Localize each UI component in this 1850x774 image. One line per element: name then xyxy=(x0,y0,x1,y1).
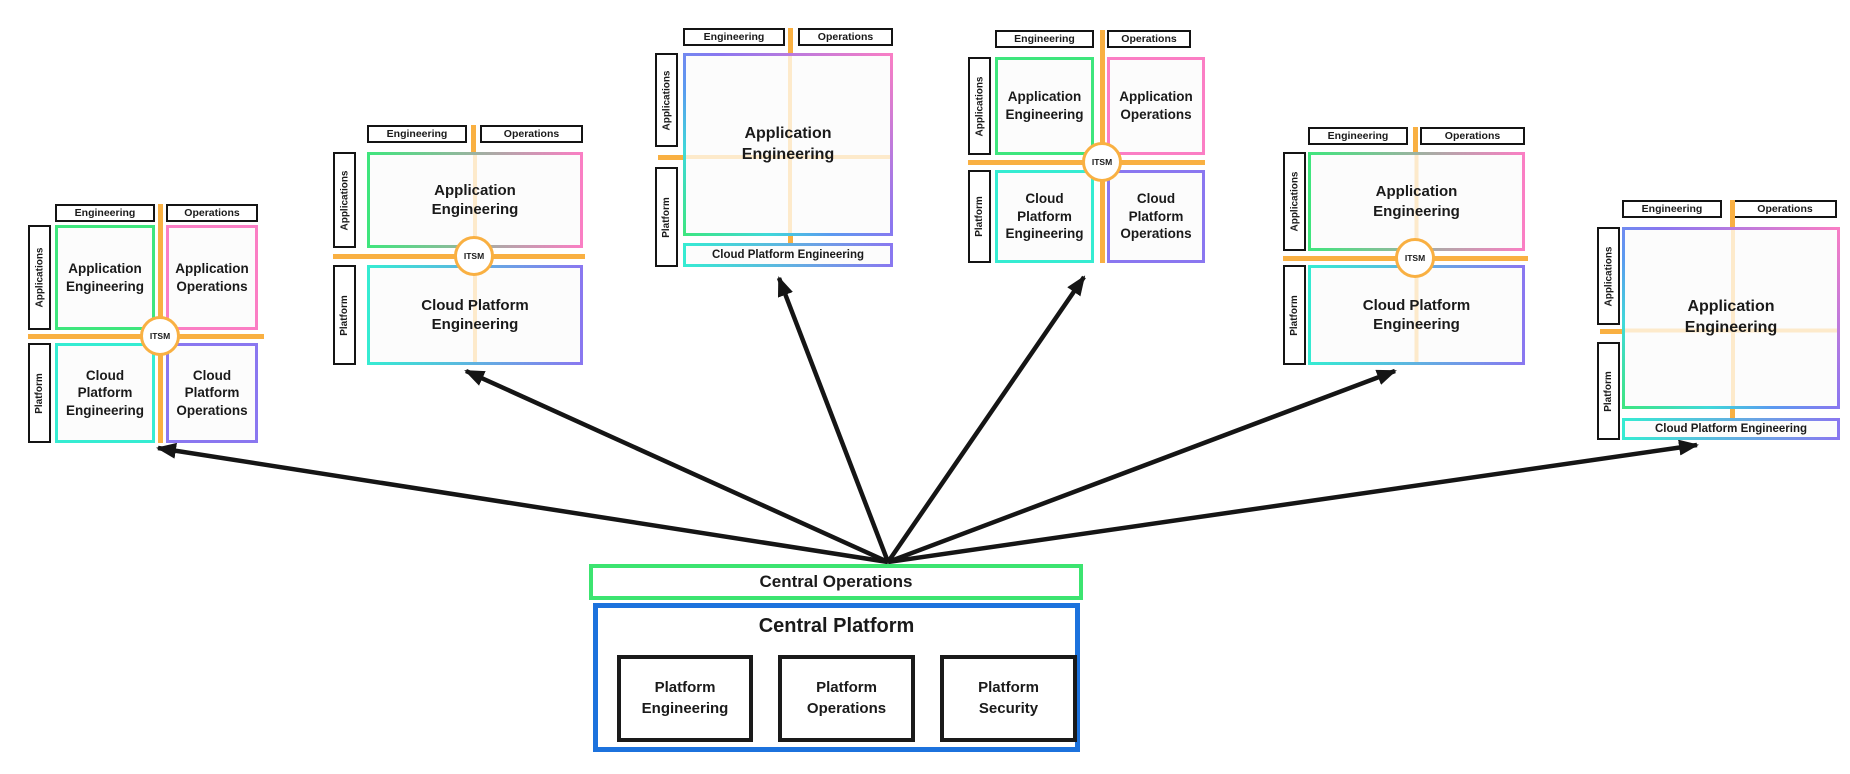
header-engineering: Engineering xyxy=(1308,127,1408,145)
header-operations: Operations xyxy=(1733,200,1837,218)
header-engineering: Engineering xyxy=(1622,200,1722,218)
band-cloud-platform-engineering: Cloud Platform Engineering xyxy=(1308,265,1525,365)
side-label-applications: Applications xyxy=(1283,152,1306,251)
horizontal-divider-stub-left xyxy=(658,155,683,160)
header-engineering-label: Engineering xyxy=(74,207,136,219)
platform-engineering-box: Platform Engineering xyxy=(617,655,753,742)
band-cloud-platform-engineering: Cloud Platform Engineering xyxy=(367,265,583,365)
side-label-applications: Applications xyxy=(333,152,356,248)
itsm-hub: ITSM xyxy=(140,316,180,356)
platform-operations-box: Platform Operations xyxy=(778,655,915,742)
strip-cloud-platform-engineering: Cloud Platform Engineering xyxy=(1622,418,1840,440)
side-label-applications: Applications xyxy=(655,53,678,147)
arrow-to-matrix-5 xyxy=(887,368,1397,565)
vertical-divider-stub-top xyxy=(788,28,793,53)
team-matrix-1: Engineering Operations Applications Plat… xyxy=(28,204,264,445)
vertical-divider-stub-top xyxy=(1413,127,1418,152)
cell-cloud-platform-operations: Cloud Platform Operations xyxy=(166,343,258,443)
arrow-to-matrix-4 xyxy=(886,275,1086,564)
central-operations-label: Central Operations xyxy=(759,572,913,591)
side-label-platform: Platform xyxy=(333,265,356,365)
vertical-divider-stub-top xyxy=(471,125,476,152)
central-platform-box: Central Platform Platform Engineering Pl… xyxy=(593,603,1080,752)
vertical-divider-stub-top xyxy=(1730,200,1735,227)
band-application-engineering: Application Engineering xyxy=(1308,152,1525,251)
side-label-platform: Platform xyxy=(655,167,678,267)
cell-application-operations: Application Operations xyxy=(166,225,258,330)
side-label-applications: Applications xyxy=(28,225,51,330)
header-operations-label: Operations xyxy=(184,207,240,219)
team-matrix-6: Engineering Operations Applications Plat… xyxy=(1597,200,1840,440)
header-operations: Operations xyxy=(166,204,258,222)
header-operations: Operations xyxy=(1420,127,1525,145)
platform-security-box: Platform Security xyxy=(940,655,1077,742)
arrow-to-matrix-3 xyxy=(776,276,891,563)
cell-cloud-platform-engineering: Cloud Platform Engineering xyxy=(995,170,1094,263)
vertical-divider-stub-bottom xyxy=(788,236,793,243)
side-label-applications: Applications xyxy=(968,57,991,155)
itsm-hub: ITSM xyxy=(454,236,494,276)
side-label-platform: Platform xyxy=(1597,342,1620,440)
side-label-applications: Applications xyxy=(1597,227,1620,325)
header-engineering: Engineering xyxy=(995,30,1094,48)
arrow-to-matrix-6 xyxy=(887,439,1699,565)
side-label-platform: Platform xyxy=(1283,265,1306,365)
itsm-hub: ITSM xyxy=(1082,142,1122,182)
header-operations: Operations xyxy=(480,125,583,143)
side-label-platform: Platform xyxy=(968,170,991,263)
team-matrix-2: Engineering Operations Applications Plat… xyxy=(333,125,585,365)
header-operations: Operations xyxy=(1107,30,1191,48)
band-application-engineering: Application Engineering xyxy=(367,152,583,248)
cell-cloud-platform-engineering: Cloud Platform Engineering xyxy=(55,343,155,443)
cell-cloud-platform-operations: Cloud Platform Operations xyxy=(1107,170,1205,263)
horizontal-divider-stub-left xyxy=(1600,329,1622,334)
team-matrix-3: Engineering Operations Applications Plat… xyxy=(655,28,895,267)
central-platform-title: Central Platform xyxy=(758,615,915,637)
box-application-engineering: Application Engineering xyxy=(1622,227,1840,409)
box-application-engineering: Application Engineering xyxy=(683,53,893,236)
header-engineering: Engineering xyxy=(683,28,785,46)
vertical-divider-stub-bottom xyxy=(1730,409,1735,418)
cell-application-engineering: Application Engineering xyxy=(995,57,1094,155)
team-matrix-4: Engineering Operations Applications Plat… xyxy=(968,30,1205,263)
team-matrix-5: Engineering Operations Applications Plat… xyxy=(1283,127,1528,365)
arrow-to-matrix-1 xyxy=(156,442,889,565)
header-engineering: Engineering xyxy=(367,125,467,143)
cell-application-operations: Application Operations xyxy=(1107,57,1205,155)
header-engineering: Engineering xyxy=(55,204,155,222)
arrow-to-matrix-2 xyxy=(464,368,889,565)
cell-application-engineering: Application Engineering xyxy=(55,225,155,330)
itsm-hub: ITSM xyxy=(1395,238,1435,278)
central-operations-box: Central Operations xyxy=(589,564,1083,600)
side-label-platform: Platform xyxy=(28,343,51,443)
strip-cloud-platform-engineering: Cloud Platform Engineering xyxy=(683,243,893,267)
header-operations: Operations xyxy=(798,28,893,46)
arrows xyxy=(156,275,1699,565)
